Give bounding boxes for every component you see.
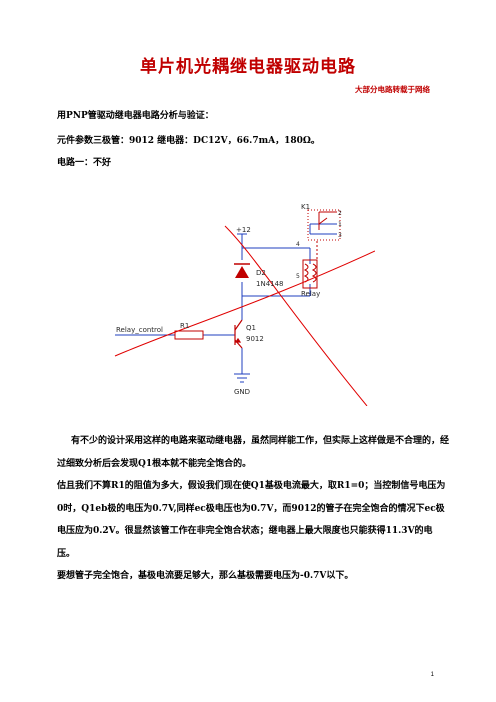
- circuit-one-label: 电路一：不好: [57, 158, 112, 168]
- diode-d2: [234, 263, 250, 278]
- resistor-r1: [174, 330, 204, 340]
- document-subtitle: 大部分电路转载于网络: [355, 85, 430, 94]
- relay-coil: [302, 241, 318, 289]
- d2-label: D2: [256, 269, 266, 277]
- relay-driver-schematic: K1 2 1 3 +12 4 5 D2 1N4148 Relay R1 Rela…: [114, 203, 375, 406]
- vcc-label: +12: [236, 226, 251, 234]
- relay-contacts: [307, 209, 341, 241]
- pin-5-label: 5: [296, 273, 300, 280]
- r1-label: R1: [180, 322, 189, 330]
- intro-line-1: 用PNP管驱动继电器电路分析与验证：: [57, 111, 214, 121]
- k1-label: K1: [301, 203, 310, 211]
- body-text: 有不少的设计采用这样的电路来驱动继电器，虽然同样能工作，但实际上这样做是不合理的…: [57, 430, 450, 588]
- relay-control-label: Relay_control: [116, 326, 163, 334]
- paragraph-3: 要想管子完全饱合，基极电流要足够大，那么基极需要电压为-0.7V以下。: [57, 571, 354, 581]
- transistor-q1: [234, 319, 243, 349]
- page-number: 1: [430, 672, 434, 678]
- d2-part-label: 1N4148: [256, 280, 284, 288]
- gnd-label: GND: [234, 388, 250, 396]
- pin-1-label: 1: [338, 221, 342, 228]
- pin-2-label: 2: [338, 210, 342, 217]
- strike-lines: [114, 225, 375, 406]
- paragraph-1: 有不少的设计采用这样的电路来驱动继电器，虽然同样能工作，但实际上这样做是不合理的…: [57, 436, 450, 469]
- pin-3-label: 3: [338, 232, 342, 239]
- component-parameters: 元件参数三极管：9012 继电器：DC12V，66.7mA，180Ω。: [57, 136, 320, 146]
- paragraph-2: 估且我们不算R1的阻值为多大，假设我们现在使Q1基极电流最大，取R1=0；当控制…: [57, 481, 446, 559]
- pin-4-label: 4: [296, 241, 300, 248]
- document-title: 单片机光耦继电器驱动电路: [140, 57, 356, 77]
- ground-symbol: [234, 373, 250, 383]
- q1-part-label: 9012: [246, 335, 264, 343]
- relay-label: Relay: [301, 290, 320, 298]
- schematic-wires: [115, 223, 337, 374]
- q1-label: Q1: [246, 324, 256, 332]
